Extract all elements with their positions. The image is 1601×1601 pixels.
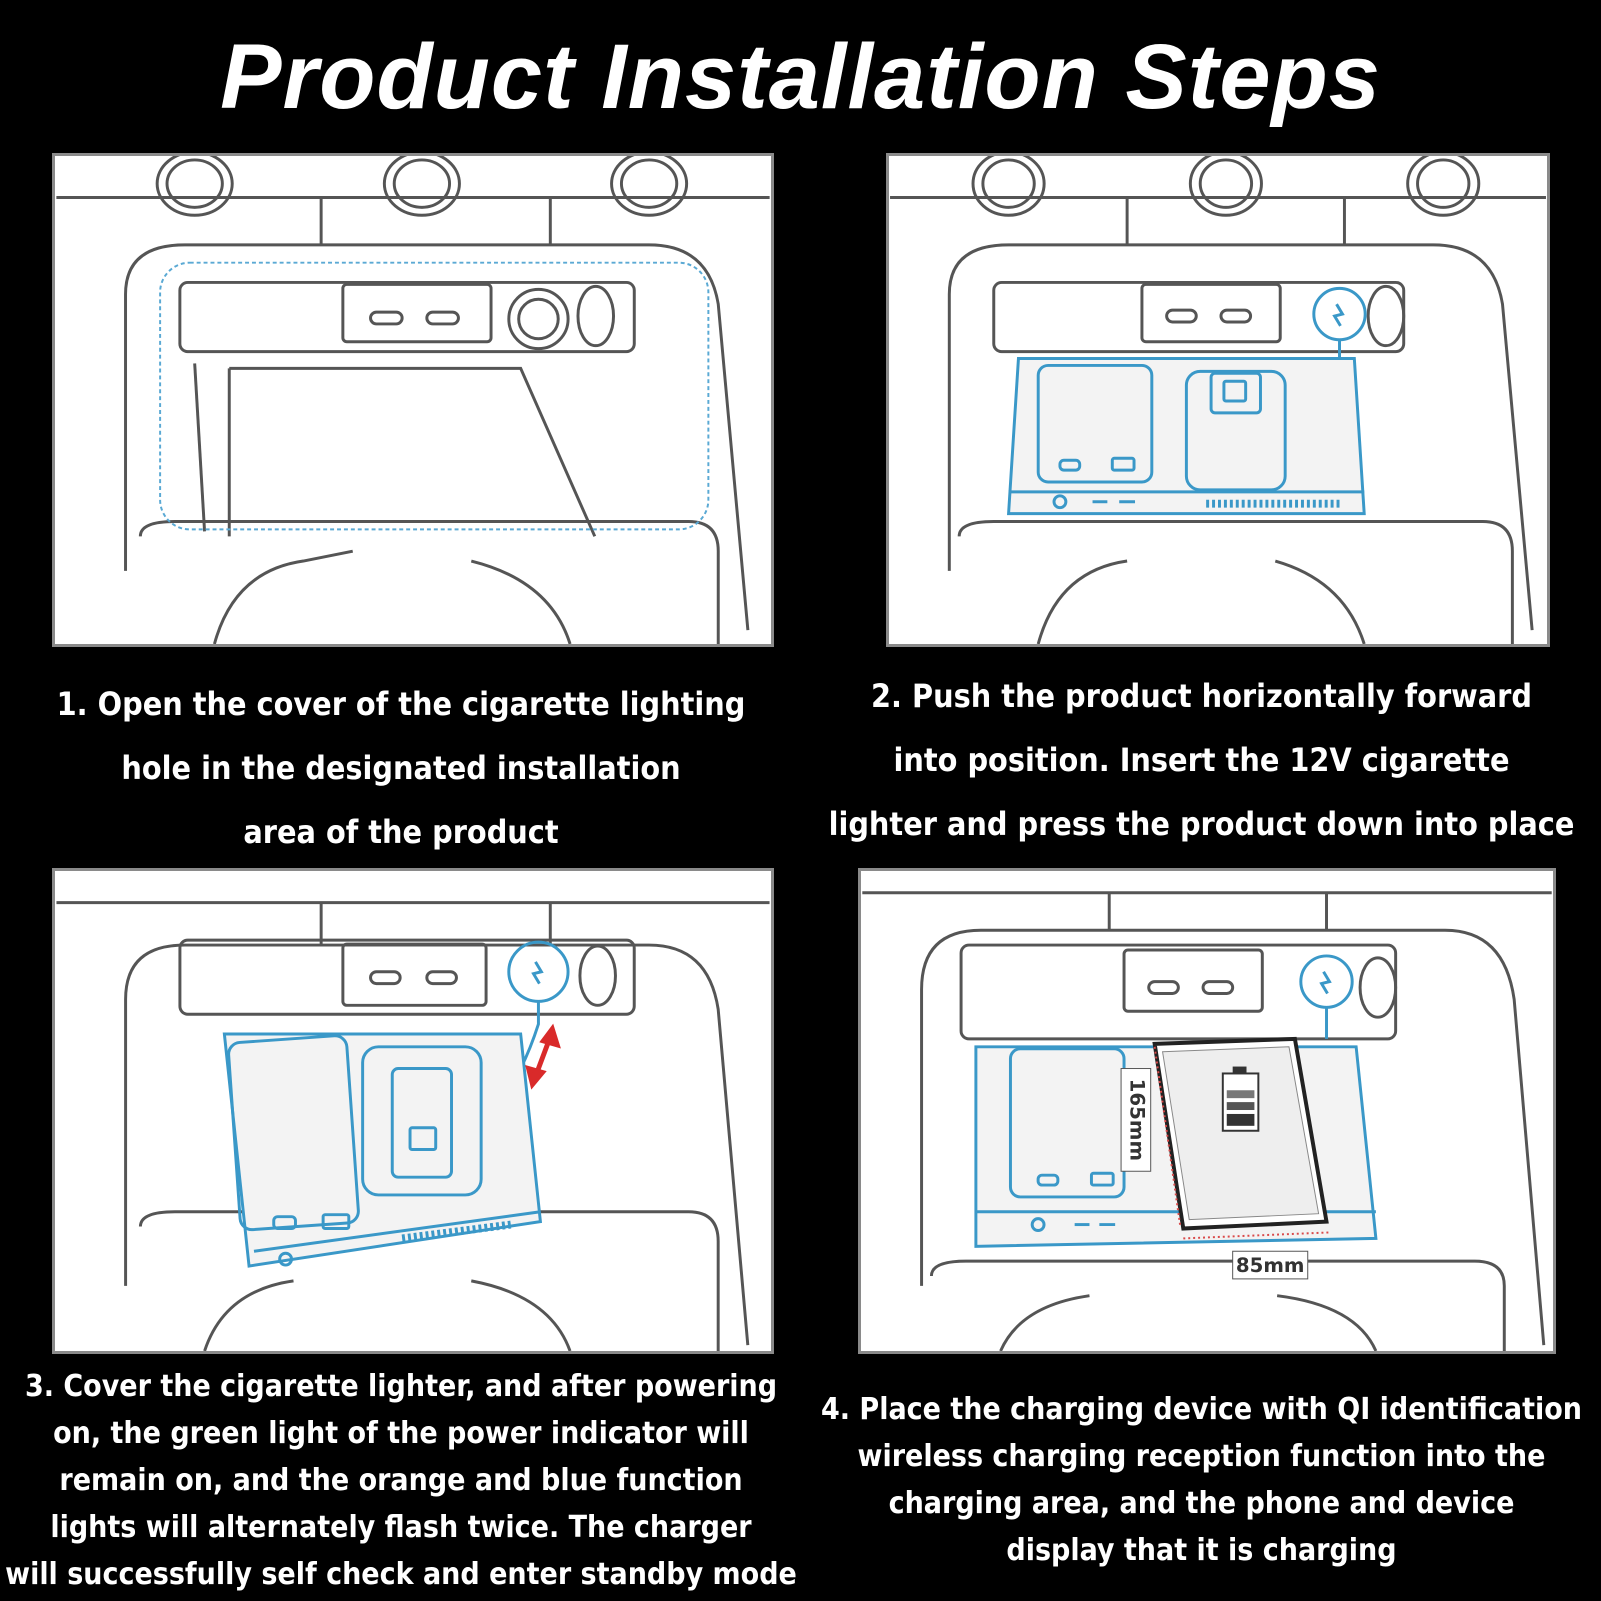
step-3-line: lights will alternately flash twice. The… [50, 1510, 752, 1545]
width-dimension-label: 85mm [1236, 1254, 1305, 1277]
step-4-line: display that it is charging [1006, 1533, 1397, 1568]
step-2-line: into position. Insert the 12V cigarette [893, 741, 1510, 779]
step-1-line: area of the product [243, 813, 559, 851]
step-3-line: remain on, and the orange and blue funct… [59, 1463, 743, 1498]
console-open-illustration [56, 156, 770, 644]
step-1-illustration [52, 153, 774, 647]
console-power-on-illustration [56, 901, 770, 1351]
step-4-line: wireless charging reception function int… [857, 1439, 1546, 1474]
step-3-line: on, the green light of the power indicat… [53, 1416, 749, 1451]
step-4-line: charging area, and the phone and device [888, 1486, 1515, 1521]
step-1-line: 1. Open the cover of the cigarette light… [56, 685, 746, 723]
step-1-line: hole in the designated installation [121, 749, 681, 787]
step-3-illustration [52, 868, 774, 1354]
step-3-caption: 3. Cover the cigarette lighter, and afte… [0, 1363, 802, 1598]
step-3-line: 3. Cover the cigarette lighter, and afte… [24, 1369, 778, 1404]
step-2-line: 2. Push the product horizontally forward [871, 677, 1532, 715]
console-phone-charging-illustration: 165mm 85mm [862, 891, 1552, 1351]
step-2-illustration [886, 153, 1550, 647]
page-title: Product Installation Steps [220, 26, 1381, 128]
step-3-line: will successfully self check and enter s… [5, 1557, 797, 1592]
step-2-caption: 2. Push the product horizontally forward… [802, 664, 1601, 856]
step-2-line: lighter and press the product down into … [828, 805, 1575, 843]
step-1-caption: 1. Open the cover of the cigarette light… [0, 672, 802, 864]
step-4-illustration: 165mm 85mm [858, 868, 1556, 1354]
step-4-caption: 4. Place the charging device with QI ide… [802, 1386, 1601, 1574]
console-insert-illustration [890, 156, 1546, 644]
height-dimension-label: 165mm [1125, 1079, 1148, 1161]
step-4-line: 4. Place the charging device with QI ide… [821, 1392, 1582, 1427]
